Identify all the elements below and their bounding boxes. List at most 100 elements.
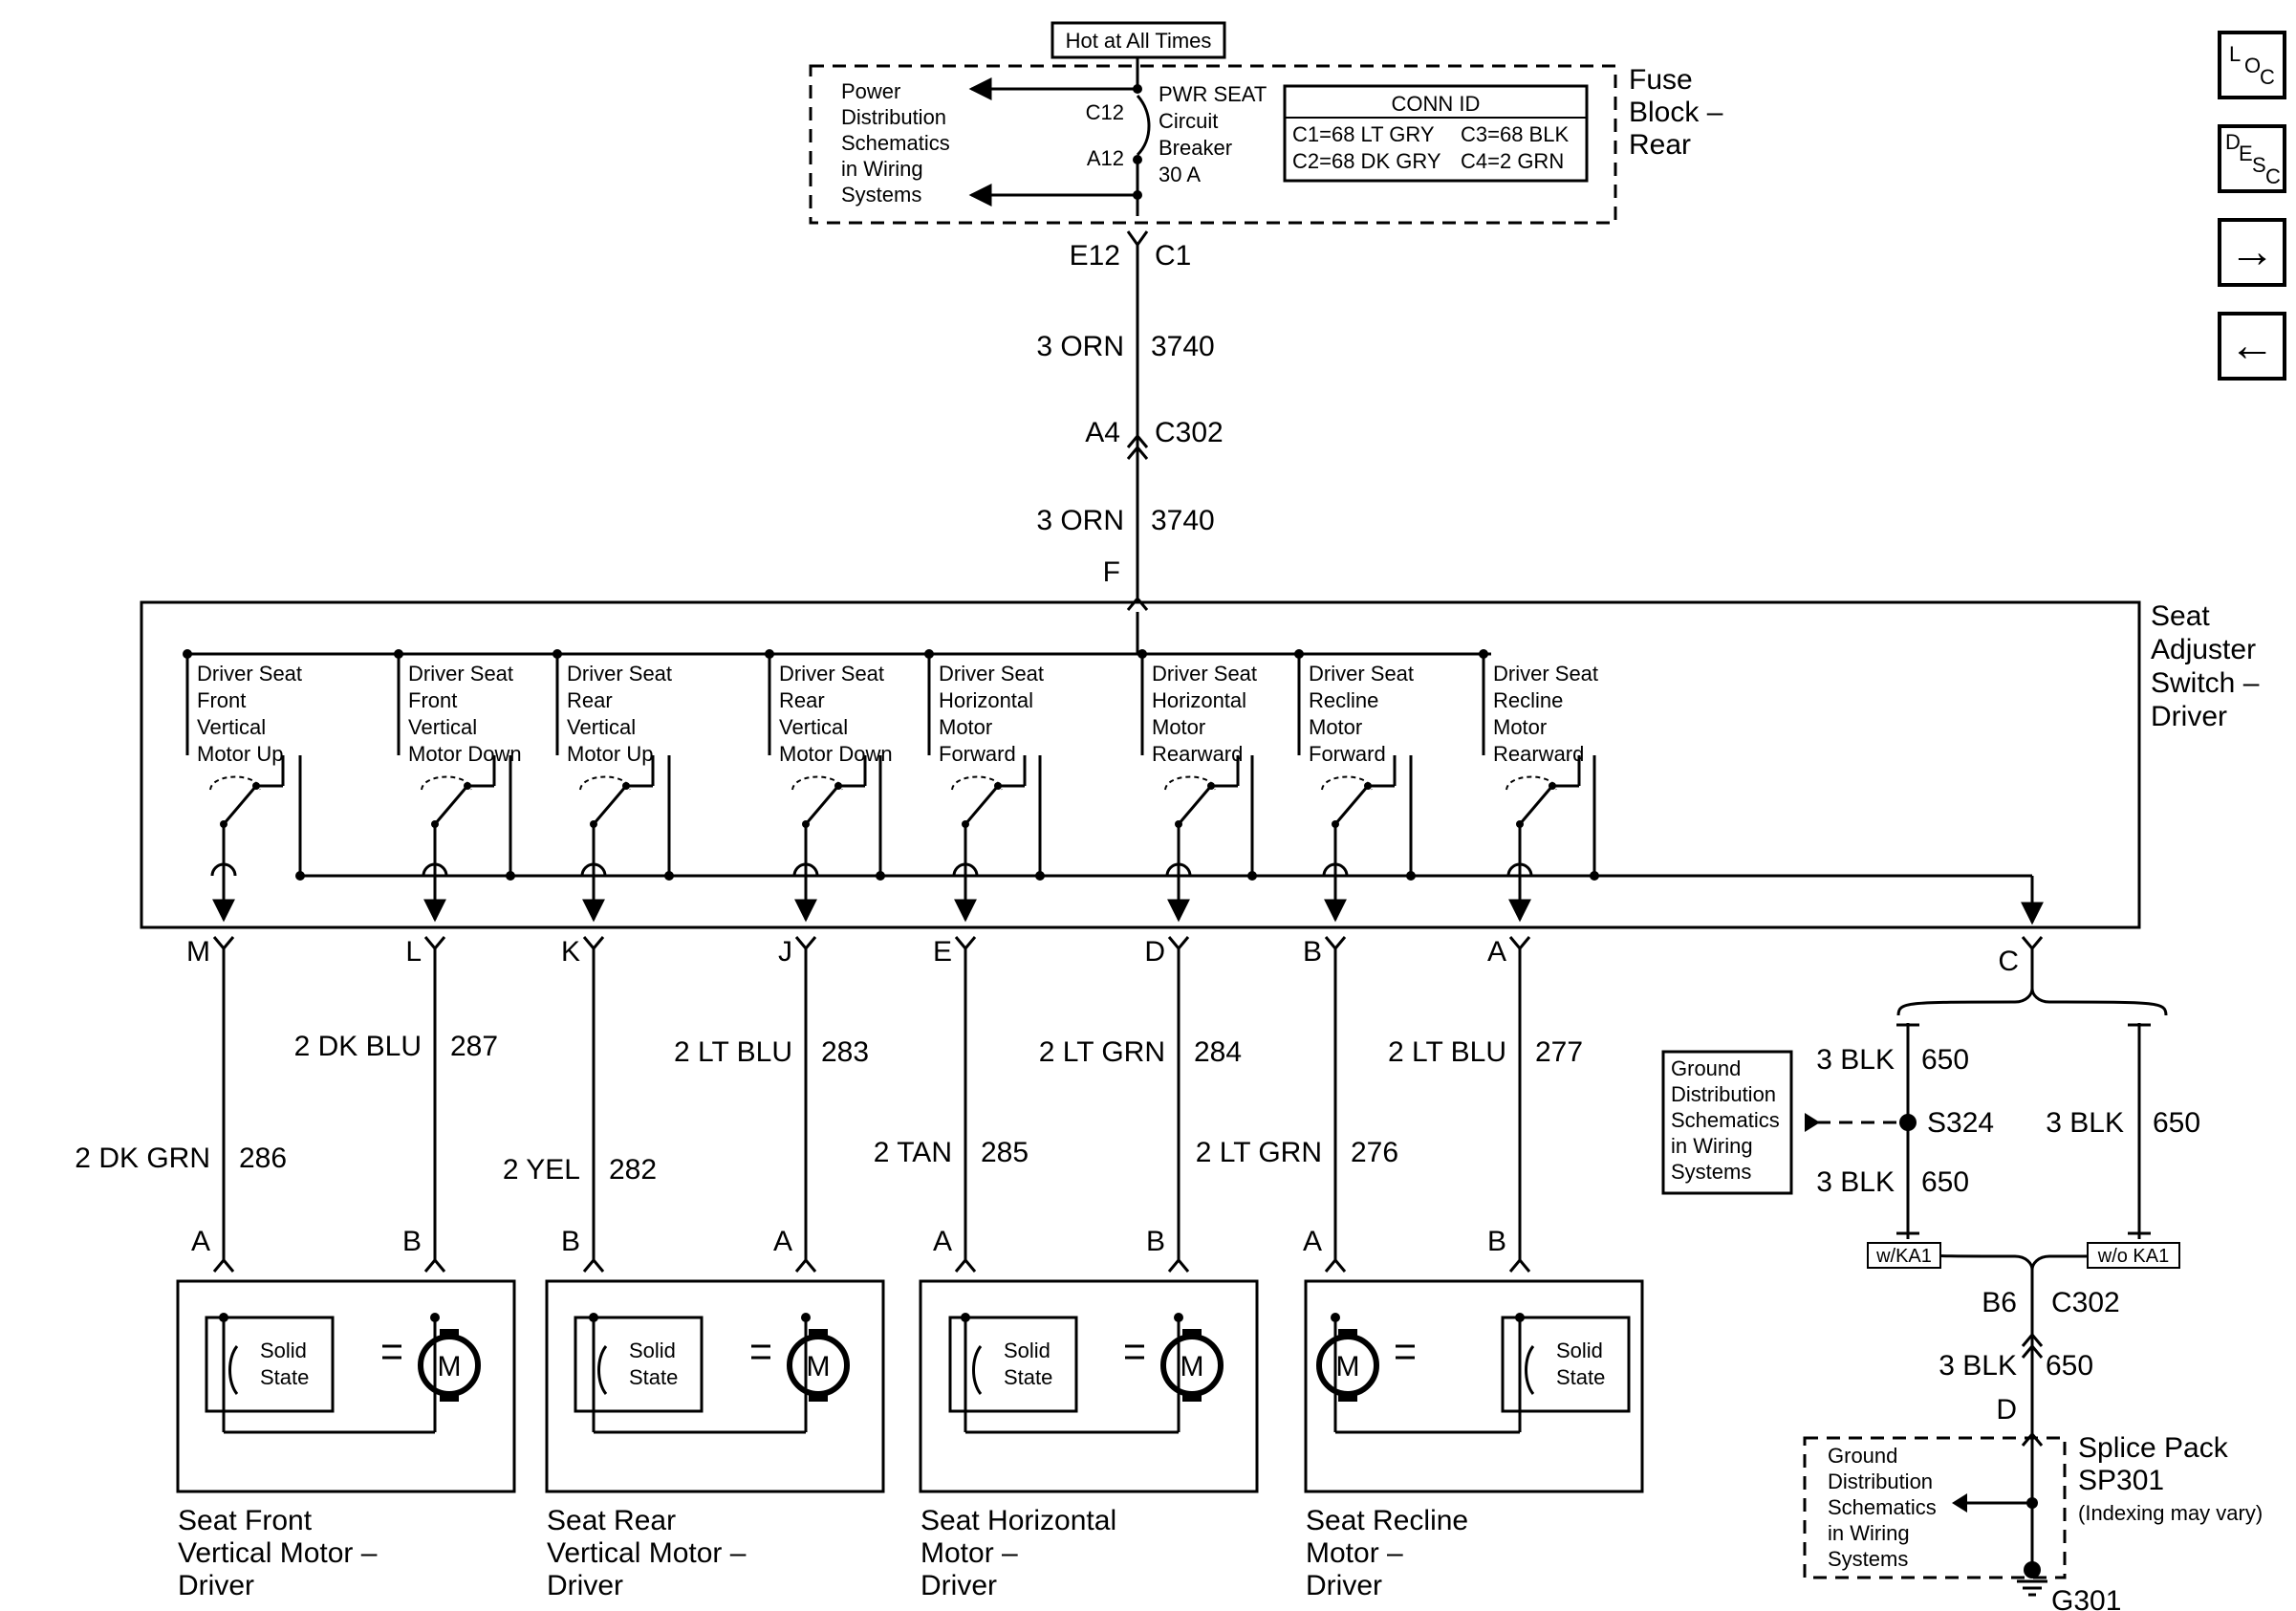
supply-junction — [1479, 649, 1488, 659]
motor-pin-label: A — [933, 1226, 952, 1257]
ground-g301-label: G301 — [2051, 1585, 2121, 1611]
motor-m-label: M — [807, 1351, 831, 1382]
motor-pin-label: B — [561, 1226, 580, 1257]
no-ka1-wire-color: 3 BLK — [2046, 1107, 2124, 1139]
switch-outline — [140, 600, 2141, 929]
feed-wire-color-lower: 3 ORN — [1036, 505, 1124, 536]
pin-c12: C12 — [1086, 100, 1124, 124]
wire-color-label: 2 LT GRN — [1039, 1036, 1165, 1068]
switch-pin-c: C — [1998, 946, 2019, 977]
description-letter-e: E — [2239, 142, 2253, 165]
motor-housing — [545, 1279, 885, 1493]
conn-id-title: CONN ID — [1392, 92, 1481, 116]
motor-pin-connector — [954, 1257, 977, 1273]
ground-ref-box[interactable] — [1661, 1050, 1793, 1195]
ground-junction — [1035, 871, 1045, 881]
conn-id-c2: C2=68 DK GRY — [1292, 149, 1441, 173]
seat-adjuster-switch: Seat Adjuster Switch – Driver Driver Sea… — [140, 600, 2260, 929]
splice-pack-title: Splice Pack SP301 (Indexing may vary) — [2078, 1432, 2263, 1525]
previous-page-button[interactable]: ← — [2218, 312, 2286, 381]
contact-actuator — [209, 775, 261, 791]
bus-crossover — [210, 862, 237, 877]
pin-e12: E12 — [1070, 240, 1120, 272]
supply-junction — [394, 649, 403, 659]
ground-symbol — [2017, 1579, 2047, 1597]
with-ka1-tag — [1867, 1242, 1941, 1269]
contact-blade — [433, 785, 469, 825]
connector-c302-symbol — [1126, 433, 1149, 460]
wire-color-label: 2 LT BLU — [674, 1036, 792, 1068]
conn-id-c1: C1=68 LT GRY — [1292, 122, 1435, 146]
supply-junction — [765, 649, 774, 659]
contact-actuator — [579, 775, 631, 791]
bus-crossover — [1506, 862, 1533, 877]
description-letter-d: D — [2225, 130, 2241, 154]
ground-junction — [506, 871, 515, 881]
contact-actuator — [421, 775, 472, 791]
circuit-number-label: 276 — [1351, 1137, 1398, 1168]
supply-junction — [1294, 649, 1304, 659]
ground-connector-top — [2021, 936, 2044, 951]
capacitor — [1396, 1344, 1415, 1360]
ground-junction — [876, 871, 885, 881]
no-ka1-circuit: 650 — [2153, 1107, 2200, 1139]
power-distribution-reference[interactable]: Power Distribution Schematics in Wiring … — [841, 79, 956, 207]
circuit-breaker-symbol — [1136, 95, 1151, 157]
motor-m-label: M — [1336, 1351, 1360, 1382]
motor-brush-top — [1182, 1329, 1202, 1337]
contact-blade — [1518, 785, 1554, 825]
motor-pin-label: A — [191, 1226, 210, 1257]
contact-blade — [1177, 785, 1213, 825]
switch-pin-label: D — [1144, 936, 1165, 968]
motor-pin-label: A — [1303, 1226, 1322, 1257]
ground-connector-c302 — [2021, 1332, 2044, 1359]
main-feed: E12 C1 3 ORN 3740 A4 C302 3 ORN 3740 F — [1036, 230, 1224, 611]
motor-housing — [1304, 1279, 1644, 1493]
capacitor — [382, 1344, 401, 1360]
switch-pin-label: K — [561, 936, 580, 968]
conn-id-c3: C3=68 BLK — [1461, 122, 1569, 146]
solid-state-switch — [597, 1345, 608, 1395]
ground-ref-text-2[interactable]: Ground Distribution Schematics in Wiring… — [1828, 1444, 1942, 1571]
motor-pin-connector — [1324, 1257, 1347, 1273]
solid-state-box — [948, 1316, 1078, 1413]
motor-housing — [919, 1279, 1259, 1493]
circuit-number-label: 286 — [239, 1143, 287, 1174]
capacitor — [751, 1344, 770, 1360]
ground-junction — [1590, 871, 1599, 881]
conn-id-c4: C4=2 GRN — [1461, 149, 1564, 173]
supply-junction — [183, 649, 192, 659]
circuit-number-label: 284 — [1194, 1036, 1242, 1068]
g301-terminal — [2024, 1561, 2041, 1578]
ground-ref-text[interactable]: Ground Distribution Schematics in Wiring… — [1671, 1056, 1786, 1184]
location-button[interactable]: L O C — [2218, 31, 2286, 99]
contact-blade — [804, 785, 840, 825]
solid-state-switch — [1525, 1345, 1535, 1395]
motor-pin-label: A — [773, 1226, 792, 1257]
next-page-button[interactable]: → — [2218, 218, 2286, 287]
option-brace-top — [1896, 988, 2168, 1016]
connector-c302-top: C302 — [1155, 417, 1224, 448]
switch-pin-connector — [1167, 936, 1190, 951]
without-ka1-label: w/o KA1 — [2097, 1246, 2169, 1267]
description-button[interactable]: D E S C — [2218, 124, 2286, 193]
supply-junction — [924, 649, 934, 659]
switch-pin-label: A — [1487, 936, 1506, 968]
